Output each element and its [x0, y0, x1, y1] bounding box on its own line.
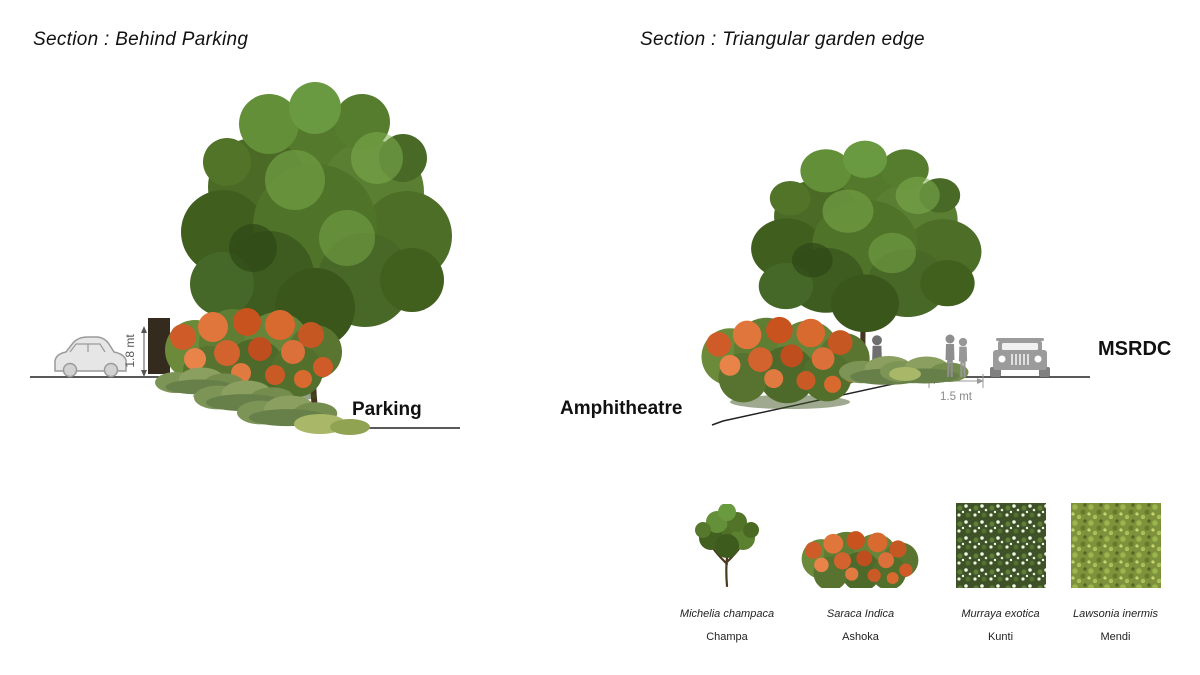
height-dimension-line — [141, 326, 147, 377]
legend-item-kunti: Murraya exotica Kunti — [943, 500, 1058, 643]
left-section-title: Section : Behind Parking — [33, 29, 249, 50]
plant-latin-name: Saraca Indica — [826, 608, 895, 620]
car-icon — [54, 336, 127, 378]
legend-thumb-wrap — [672, 500, 782, 588]
right-section-title: Section : Triangular garden edge — [640, 29, 925, 50]
ground-cover — [889, 367, 921, 381]
height-dimension-label: 1.8 mt — [123, 334, 137, 368]
right-section-illustration — [699, 80, 1090, 426]
signboard — [148, 318, 170, 374]
champa-tree-thumbnail — [695, 504, 759, 588]
jeep-icon — [989, 337, 1051, 378]
plant-latin-name: Michelia champaca — [679, 608, 775, 620]
plant-common-name: Champa — [706, 631, 748, 643]
plant-common-name: Kunti — [987, 631, 1014, 643]
lawsonia-foliage-thumbnail — [1070, 503, 1161, 588]
plant-common-name: Ashoka — [842, 631, 879, 643]
legend-thumb-wrap — [1058, 500, 1173, 588]
plant-common-name: Mendi — [1100, 631, 1131, 643]
parking-label: Parking — [352, 399, 422, 420]
left-section-illustration — [30, 80, 460, 435]
murraya-foliage-thumbnail — [955, 503, 1046, 588]
legend-item-ashoka: Saraca Indica Ashoka — [793, 500, 928, 643]
plant-latin-name: Murraya exotica — [961, 608, 1040, 620]
ashoka-shrub-illustration — [699, 314, 872, 406]
legend-item-champa: Michelia champaca Champa — [672, 500, 782, 643]
legend-item-mendi: Lawsonia inermis Mendi — [1058, 500, 1173, 643]
legend-thumb-wrap — [943, 500, 1058, 588]
width-dimension-label: 1.5 mt — [940, 391, 972, 403]
legend-thumb-wrap — [793, 500, 928, 588]
amphitheatre-label: Amphitheatre — [560, 398, 683, 419]
ashoka-shrub-thumbnail — [799, 529, 920, 588]
msrdc-label: MSRDC — [1098, 338, 1172, 360]
plant-latin-name: Lawsonia inermis — [1073, 608, 1158, 620]
ground-cover — [330, 419, 370, 435]
